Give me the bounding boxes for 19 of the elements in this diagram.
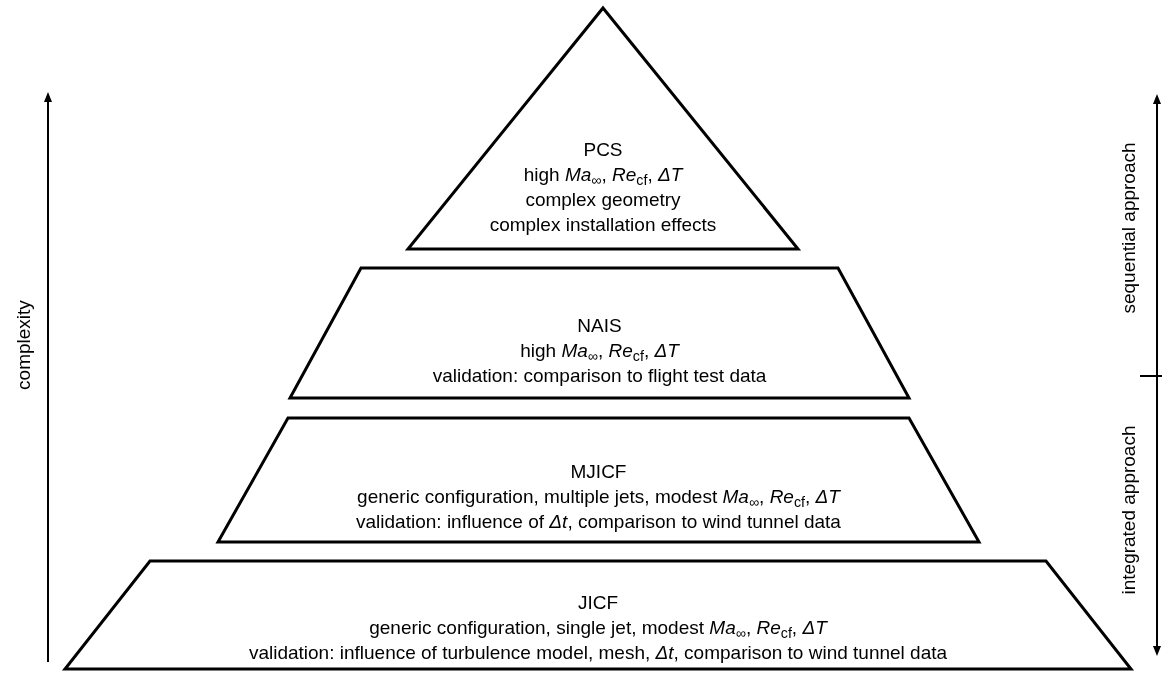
tier-title: JICF: [577, 591, 619, 615]
tier-description: complex installation effects: [489, 213, 717, 237]
tier-description: generic configuration, multiple jets, modest Ma$_{∞}$, Re$_{cf}$, ΔT: [357, 485, 840, 509]
tier-description: high Ma$_{∞}$, Re$_{cf}$, ΔT: [523, 163, 683, 187]
tier-description: validation: influence of turbulence model, mesh, Δt, comparison to wind tunnel data: [248, 641, 948, 665]
tier-description: generic configuration, single jet, modest Ma$_{∞}$, Re$_{cf}$, ΔT: [369, 616, 827, 640]
tier-description: complex geometry: [525, 188, 681, 212]
range-label: integrated approach: [1116, 425, 1140, 595]
pyramid-tier: [218, 418, 979, 542]
range-label: sequential approach: [1116, 142, 1140, 314]
tier-title: PCS: [583, 138, 623, 162]
axis-label: complexity: [11, 300, 35, 390]
tier-title: NAIS: [577, 314, 622, 338]
tier-description: validation: comparison to flight test data: [432, 364, 767, 388]
pyramid-tier: [290, 268, 909, 398]
tier-description: validation: influence of Δt, comparison to wind tunnel data: [356, 510, 841, 534]
tier-title: MJICF: [570, 460, 627, 484]
tier-description: high Ma$_{∞}$, Re$_{cf}$, ΔT: [520, 339, 679, 363]
pyramid-top-triangle: [408, 8, 798, 249]
